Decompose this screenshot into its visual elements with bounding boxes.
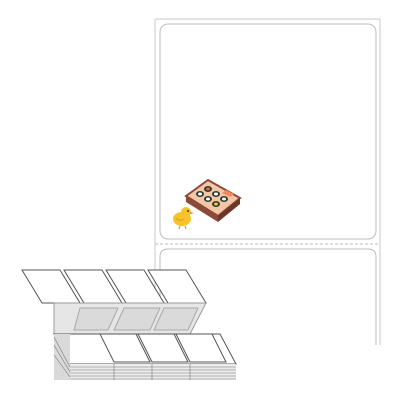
label-outline-top xyxy=(159,23,377,240)
chick-icon xyxy=(173,207,194,230)
fanfold-stack-icon xyxy=(21,269,237,380)
fanfold-top-row xyxy=(21,269,207,304)
bento-box-icon xyxy=(184,178,242,222)
fanfold-stack-body xyxy=(53,333,237,380)
fanfold-fold-panel xyxy=(53,302,207,335)
label-outline-bottom xyxy=(159,248,377,345)
